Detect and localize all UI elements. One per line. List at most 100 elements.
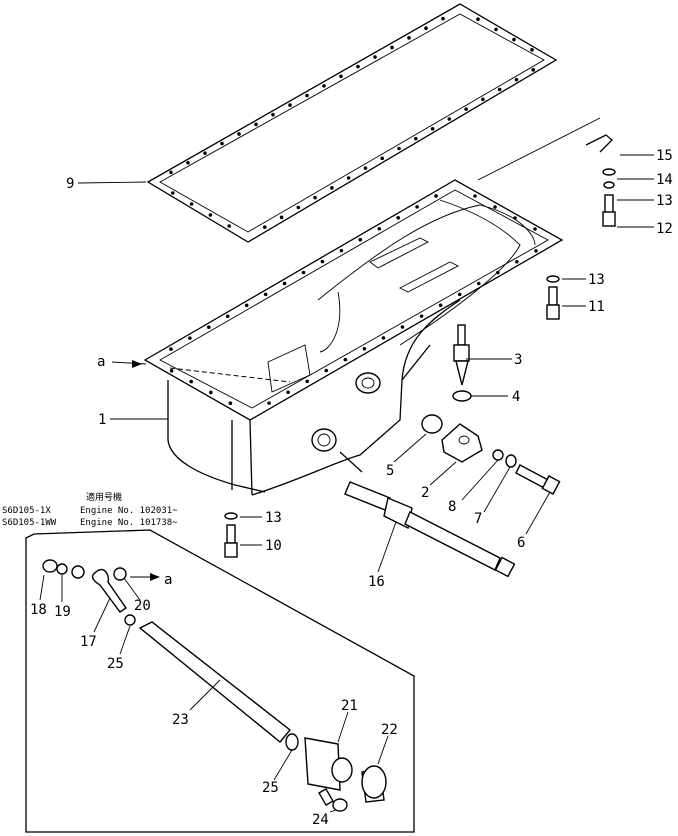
bolt-hole: [464, 107, 468, 111]
bolt-hole: [262, 225, 267, 229]
oil-pan: [143, 179, 564, 496]
label-1: 1: [98, 412, 106, 428]
bolt-hole: [434, 194, 438, 198]
bolt-hole: [476, 281, 481, 286]
label-17: 17: [80, 634, 97, 650]
bolt-hole: [227, 224, 231, 228]
bolt-hole: [415, 205, 419, 209]
bolt-hole: [225, 314, 230, 319]
bolt-hole: [397, 146, 401, 151]
bolt-hole: [377, 226, 382, 231]
label-13-c: 13: [265, 510, 282, 526]
bolt-hole: [169, 369, 174, 373]
bolt-hole: [512, 37, 516, 42]
bolt-set-middle: [546, 275, 560, 320]
leaders: [39, 154, 654, 813]
bolt-hole: [286, 390, 290, 395]
bolt-hole: [320, 259, 325, 264]
bolt-hole: [424, 26, 428, 31]
bolt-set-lower: [224, 512, 238, 558]
bolt-hole: [447, 117, 452, 121]
label-5: 5: [386, 463, 394, 479]
label-14: 14: [656, 172, 673, 188]
inset-frame: [25, 529, 415, 833]
bolt-hole: [514, 77, 519, 82]
bolt-hole: [373, 55, 377, 59]
bolt-set-upper: [585, 134, 616, 227]
bolt-hole: [263, 292, 268, 297]
applicability-header: 適用号機: [86, 491, 122, 503]
leader-line: [477, 117, 601, 181]
applicability-note: 適用号機 S6D105-1X Engine No. 102031~ S6D105…: [2, 491, 178, 528]
bolt-hole: [530, 48, 534, 52]
gasket: [146, 3, 558, 243]
bolt-hole: [534, 249, 538, 253]
label-16: 16: [368, 574, 385, 590]
bolt-hole: [339, 248, 344, 253]
bolt-hole: [220, 141, 224, 146]
bolt-hole: [413, 136, 418, 141]
arrow-a-inset: [150, 573, 160, 581]
label-25-a: 25: [107, 656, 124, 672]
bolt-hole: [339, 74, 343, 79]
applicability-model-1: S6D105-1X: [2, 506, 51, 516]
bolt-hole: [473, 194, 477, 198]
bolt-hole: [457, 292, 462, 297]
bolt-hole: [400, 325, 405, 329]
bolt-hole: [494, 27, 498, 32]
bolt-hole: [493, 205, 497, 209]
label-15: 15: [656, 148, 673, 164]
bolt-hole: [330, 186, 334, 190]
bolt-hole: [313, 195, 317, 200]
label-12: 12: [656, 221, 673, 237]
bolt-hole: [515, 259, 519, 264]
bolt-hole: [188, 336, 192, 340]
label-4: 4: [512, 389, 520, 405]
sensor-assembly: [421, 324, 561, 495]
bolt-hole: [407, 36, 411, 40]
bolt-hole: [228, 401, 233, 406]
bolt-hole: [363, 166, 368, 170]
inset-parts: [42, 559, 387, 812]
bolt-hole: [271, 112, 275, 117]
label-25-b: 25: [262, 780, 279, 796]
bolt-hole: [496, 270, 500, 275]
applicability-engine-1: Engine No. 102031~: [80, 506, 178, 516]
label-24: 23: [172, 712, 189, 728]
bolt-hole: [346, 176, 351, 180]
bolt-hole: [362, 346, 367, 351]
label-11: 11: [588, 299, 605, 315]
label-3: 3: [514, 352, 522, 368]
bolt-hole: [305, 93, 309, 98]
label-13-b: 13: [588, 272, 605, 288]
bolt-hole: [189, 379, 193, 384]
bolt-hole: [254, 122, 258, 127]
bolt-hole: [531, 68, 536, 72]
label-22: 22: [381, 722, 398, 738]
label-10: 10: [265, 538, 282, 554]
bolt-hole: [430, 127, 435, 131]
bolt-hole: [169, 347, 173, 351]
label-a-upper: a: [97, 354, 105, 370]
label-6: 6: [517, 535, 525, 551]
bolt-hole: [209, 390, 213, 395]
bolt-hole: [497, 87, 502, 92]
bolt-hole: [358, 237, 363, 242]
bolt-hole: [244, 303, 249, 308]
bolt-hole: [380, 156, 385, 161]
bolt-hole: [324, 368, 329, 373]
bolt-hole: [438, 303, 443, 308]
bolt-hole: [305, 379, 309, 384]
bolt-hole: [203, 151, 207, 155]
pipe-16: [339, 451, 516, 578]
bolt-hole: [396, 216, 400, 220]
bolt-hole: [208, 213, 213, 217]
bolt-hole: [267, 401, 271, 405]
label-7: 7: [474, 511, 482, 527]
bolt-hole: [296, 205, 301, 210]
label-23: 24: [312, 812, 329, 828]
bolt-hole: [169, 170, 173, 175]
label-2: 2: [421, 485, 429, 501]
